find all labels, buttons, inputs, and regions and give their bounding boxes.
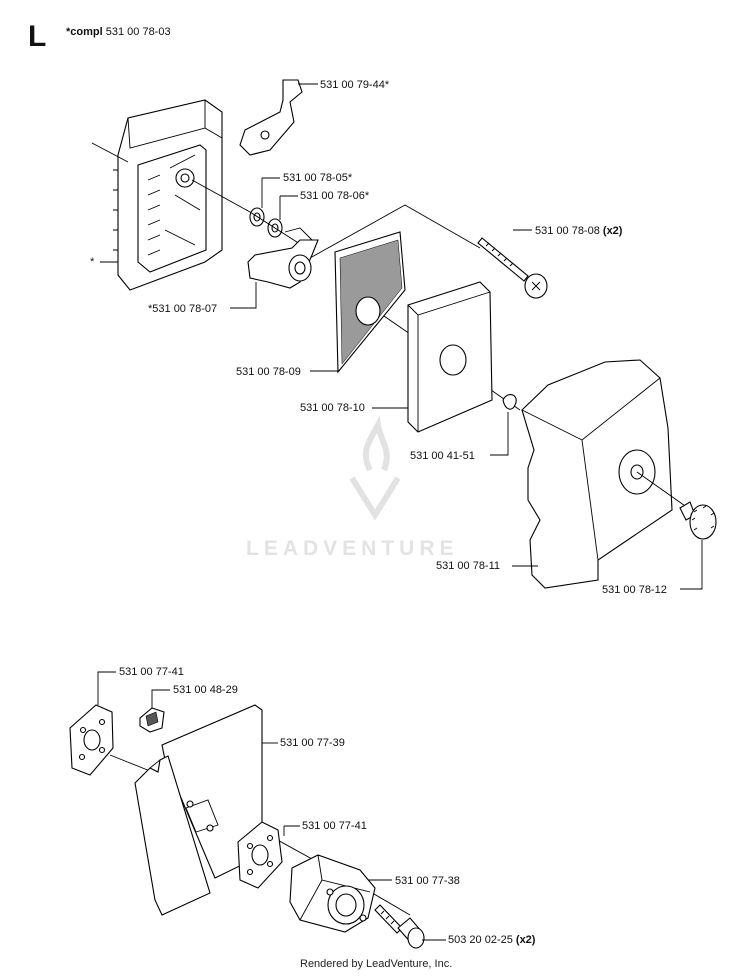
rubber-block — [139, 707, 165, 733]
leader-78-05 — [261, 177, 280, 208]
leader-housing — [91, 142, 129, 163]
flange-screw — [374, 904, 425, 949]
leader-77-41-mid — [283, 825, 300, 836]
gasket-lower — [237, 821, 283, 889]
filter-housing — [113, 99, 223, 291]
part-label-531-00-78-11[interactable]: 531 00 78-11 — [436, 560, 501, 572]
choke-bracket — [247, 227, 319, 289]
axis-line-1 — [191, 179, 301, 245]
part-label-531-00-77-38[interactable]: 531 00 77-38 — [395, 875, 460, 887]
retaining-clip — [502, 394, 517, 410]
leader-48-29 — [151, 689, 170, 708]
leader-78-12 — [680, 540, 703, 590]
section-letter: L — [28, 20, 47, 53]
leader-77-41-top — [97, 671, 116, 705]
bracket-plate — [239, 79, 303, 156]
watermark-text: LEADVENTURE — [246, 537, 459, 560]
part-label-531-00-77-41-top[interactable]: 531 00 77-41 — [119, 666, 184, 678]
quantity: (x2) — [602, 225, 623, 237]
part-label-531-00-48-29[interactable]: 531 00 48-29 — [173, 684, 238, 696]
gasket-upper — [69, 704, 114, 776]
compl-part-number: 531 00 78-03 — [105, 26, 171, 38]
part-label-503-20-02-25[interactable]: 503 20 02-25 (x2) — [448, 934, 535, 946]
long-screw — [477, 237, 548, 299]
part-label-531-00-78-09[interactable]: 531 00 78-09 — [236, 366, 301, 378]
leader-41-51 — [490, 412, 509, 456]
part-label-531-00-78-10[interactable]: 531 00 78-10 — [300, 402, 365, 414]
complete-assembly-label: *compl 531 00 78-03 — [66, 26, 171, 38]
part-label-531-00-78-05[interactable]: 531 00 78-05* — [283, 172, 353, 184]
part-number: 503 20 02-25 — [448, 934, 513, 946]
part-label-531-00-77-41-mid[interactable]: 531 00 77-41 — [302, 820, 367, 832]
quantity: (x2) — [515, 934, 536, 946]
filter-pad — [407, 281, 493, 433]
part-number: 531 00 78-08 — [535, 225, 600, 237]
leader-78-06 — [279, 195, 298, 220]
part-label-531-00-77-39[interactable]: 531 00 77-39 — [280, 737, 345, 749]
intake-adapter — [289, 854, 376, 933]
cover-knob — [679, 501, 717, 540]
part-label-531-00-78-06[interactable]: 531 00 78-06* — [300, 190, 370, 202]
mounting-plate — [134, 755, 211, 916]
footer-credit: Rendered by LeadVenture, Inc. — [300, 958, 453, 970]
axis-line-2 — [309, 204, 481, 259]
part-label-531-00-78-08[interactable]: 531 00 78-08 (x2) — [535, 225, 622, 237]
watermark-logo — [349, 415, 401, 521]
filter-cover — [521, 359, 689, 589]
leader-78-07 — [230, 282, 257, 309]
part-label-531-00-78-12[interactable]: 531 00 78-12 — [602, 584, 667, 596]
part-label-star: * — [90, 256, 95, 268]
compl-prefix: *compl — [66, 26, 103, 38]
part-label-531-00-79-44[interactable]: 531 00 79-44* — [320, 79, 390, 91]
part-label-531-00-41-51[interactable]: 531 00 41-51 — [410, 450, 475, 462]
filter-screen — [334, 231, 406, 374]
part-label-531-00-78-07[interactable]: *531 00 78-07 — [148, 303, 218, 315]
